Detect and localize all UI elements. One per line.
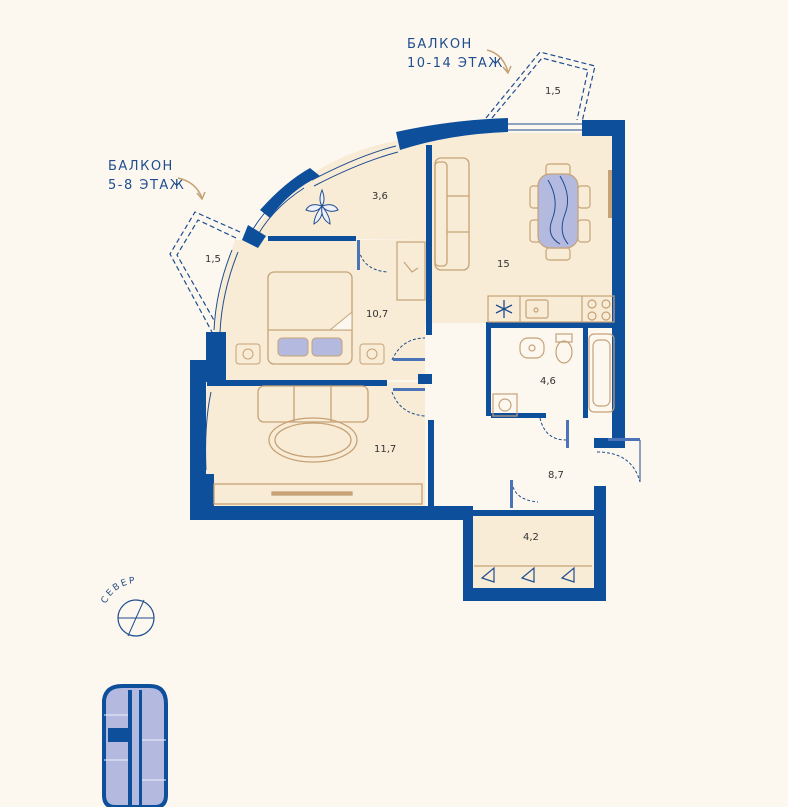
upper-balcony-floors: 10-14 ЭТАЖ — [407, 56, 504, 71]
washing-machine-icon — [492, 393, 518, 417]
doors — [357, 239, 641, 503]
kitchen-area: 15 — [497, 259, 510, 270]
lower-balcony-area: 1,5 — [205, 254, 221, 265]
upper-balcony-label: БАЛКОН 10-14 ЭТАЖ — [407, 35, 504, 73]
bathtub-icon — [588, 333, 615, 413]
hanger-icon — [474, 565, 592, 583]
wardrobe-area: 4,2 — [523, 532, 539, 543]
door-leaves — [357, 240, 640, 508]
lower-balcony-title: БАЛКОН — [108, 159, 174, 174]
bathroom-area: 4,6 — [540, 376, 556, 387]
bedroom-area: 10,7 — [366, 309, 388, 320]
bed-icon — [235, 271, 385, 365]
kitchen-fill — [425, 133, 617, 323]
hall-nook-fill — [250, 140, 425, 240]
toilet-icon — [555, 333, 573, 364]
walls — [190, 118, 625, 601]
sofa-icon — [434, 157, 470, 271]
lower-balcony-arrow — [177, 177, 203, 199]
lower-balcony-floors: 5-8 ЭТАЖ — [108, 178, 186, 193]
living-fill — [199, 382, 425, 510]
corridor-area: 8,7 — [548, 470, 564, 481]
outer-wall-top — [396, 118, 508, 150]
bedroom-fill — [211, 240, 425, 380]
snowflake-icon — [495, 300, 513, 318]
upper-balcony-arrow — [486, 49, 509, 73]
sink-icon — [519, 337, 545, 359]
dining-table-icon — [529, 163, 612, 261]
lower-balcony — [169, 211, 241, 333]
flower-icon — [305, 188, 339, 225]
upper-balcony-area: 1,5 — [545, 86, 561, 97]
living-area: 11,7 — [374, 444, 396, 455]
upper-balcony-title: БАЛКОН — [407, 37, 473, 52]
compass-icon: СЕВЕР — [100, 576, 155, 637]
wardrobe-fill — [467, 515, 599, 597]
upper-balcony — [485, 51, 596, 123]
kitchen-counter — [487, 295, 615, 323]
lower-balcony-label: БАЛКОН 5-8 ЭТАЖ — [108, 157, 185, 195]
hall-nook-area: 3,6 — [372, 191, 388, 202]
living-sofa-icon — [213, 385, 423, 505]
wardrobe-icon — [396, 241, 426, 301]
bathroom-fixtures — [492, 333, 615, 417]
building-key-plan-icon — [102, 684, 168, 807]
